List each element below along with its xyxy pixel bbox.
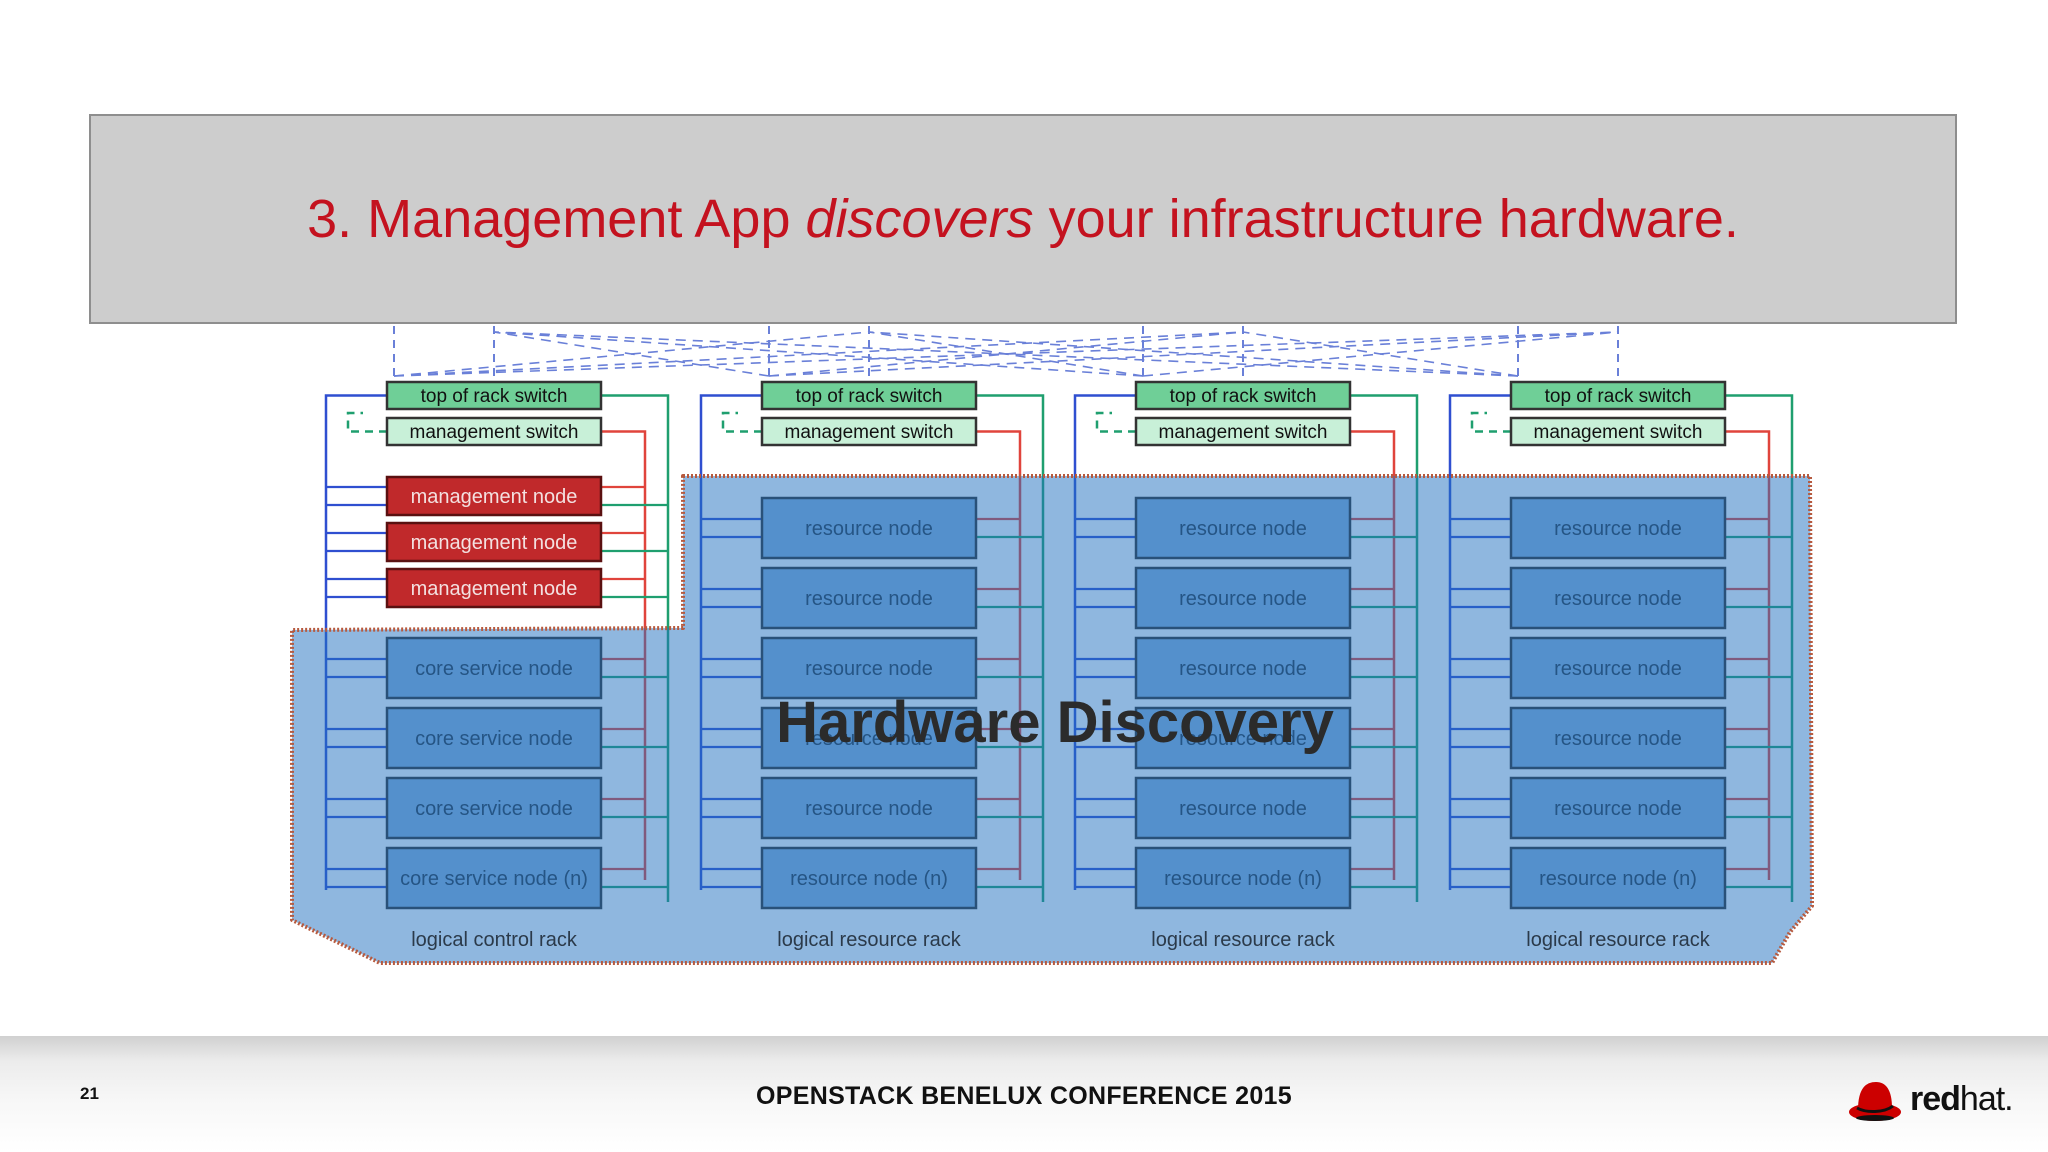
redhat-hat-icon: [1849, 1082, 1901, 1121]
mesh-link: [1242, 331, 1519, 377]
mesh-link: [868, 331, 1519, 377]
footer-band: [0, 1036, 2048, 1152]
management-node-box: [385, 567, 603, 609]
rack-label: logical resource rack: [777, 929, 961, 951]
mgmt-switch-dashed: [721, 411, 762, 433]
slide-title: 3. Management App discovers your infrast…: [307, 188, 1739, 250]
management-node-label: management node: [411, 532, 578, 554]
top-of-rack-switch-label: top of rack switch: [1545, 386, 1692, 407]
mesh-link: [493, 331, 770, 377]
management-node-label: management node: [411, 486, 578, 508]
rack-label: logical resource rack: [1151, 929, 1335, 951]
management-switch-box: [385, 416, 603, 447]
conference-name: OPENSTACK BENELUX CONFERENCE 2015: [756, 1082, 1292, 1110]
top-of-rack-switch-label: top of rack switch: [796, 386, 943, 407]
title-emphasis: discovers: [805, 189, 1034, 249]
management-switch-box: [760, 416, 978, 447]
management-switch-label: management switch: [785, 422, 954, 443]
switch-mesh-links: [393, 326, 1619, 377]
logo-hat: hat.: [1959, 1080, 2014, 1118]
management-switch-box: [1509, 416, 1727, 447]
top-of-rack-switch-box: [760, 380, 978, 411]
mesh-link: [493, 331, 1519, 377]
management-switch-label: management switch: [1159, 422, 1328, 443]
top-of-rack-switch-box: [385, 380, 603, 411]
mgmt-switch-dashed: [1095, 411, 1136, 433]
redhat-wordmark: redhat.: [1910, 1080, 2014, 1119]
mgmt-switch-dashed: [1470, 411, 1511, 433]
top-of-rack-switch-label: top of rack switch: [1170, 386, 1317, 407]
title-prefix: 3. Management App: [307, 189, 806, 249]
logo-red: red: [1910, 1080, 1961, 1118]
top-of-rack-switch-box: [1509, 380, 1727, 411]
management-switch-label: management switch: [1534, 422, 1703, 443]
mesh-link: [493, 331, 1144, 377]
management-switch-label: management switch: [410, 422, 579, 443]
title-banner: 3. Management App discovers your infrast…: [89, 114, 1957, 324]
management-switch-box: [1134, 416, 1352, 447]
top-of-rack-switch-box: [1134, 380, 1352, 411]
hardware-discovery-label: Hardware Discovery: [776, 690, 1334, 755]
hardware-discovery-region: [290, 474, 1814, 965]
overlay-labels: logical control rack logical resource rac…: [411, 929, 1711, 951]
redhat-logo: redhat.: [1848, 1078, 2018, 1124]
page-number: 21: [80, 1084, 99, 1103]
management-node-box: [385, 475, 603, 517]
rack-label: logical control rack: [411, 929, 578, 951]
top-of-rack-switch-label: top of rack switch: [421, 386, 568, 407]
rack-label: logical resource rack: [1526, 929, 1710, 951]
management-node-label: management node: [411, 578, 578, 600]
mgmt-switch-dashed: [346, 411, 387, 433]
title-suffix: your infrastructure hardware.: [1033, 189, 1739, 249]
management-node-box: [385, 521, 603, 563]
